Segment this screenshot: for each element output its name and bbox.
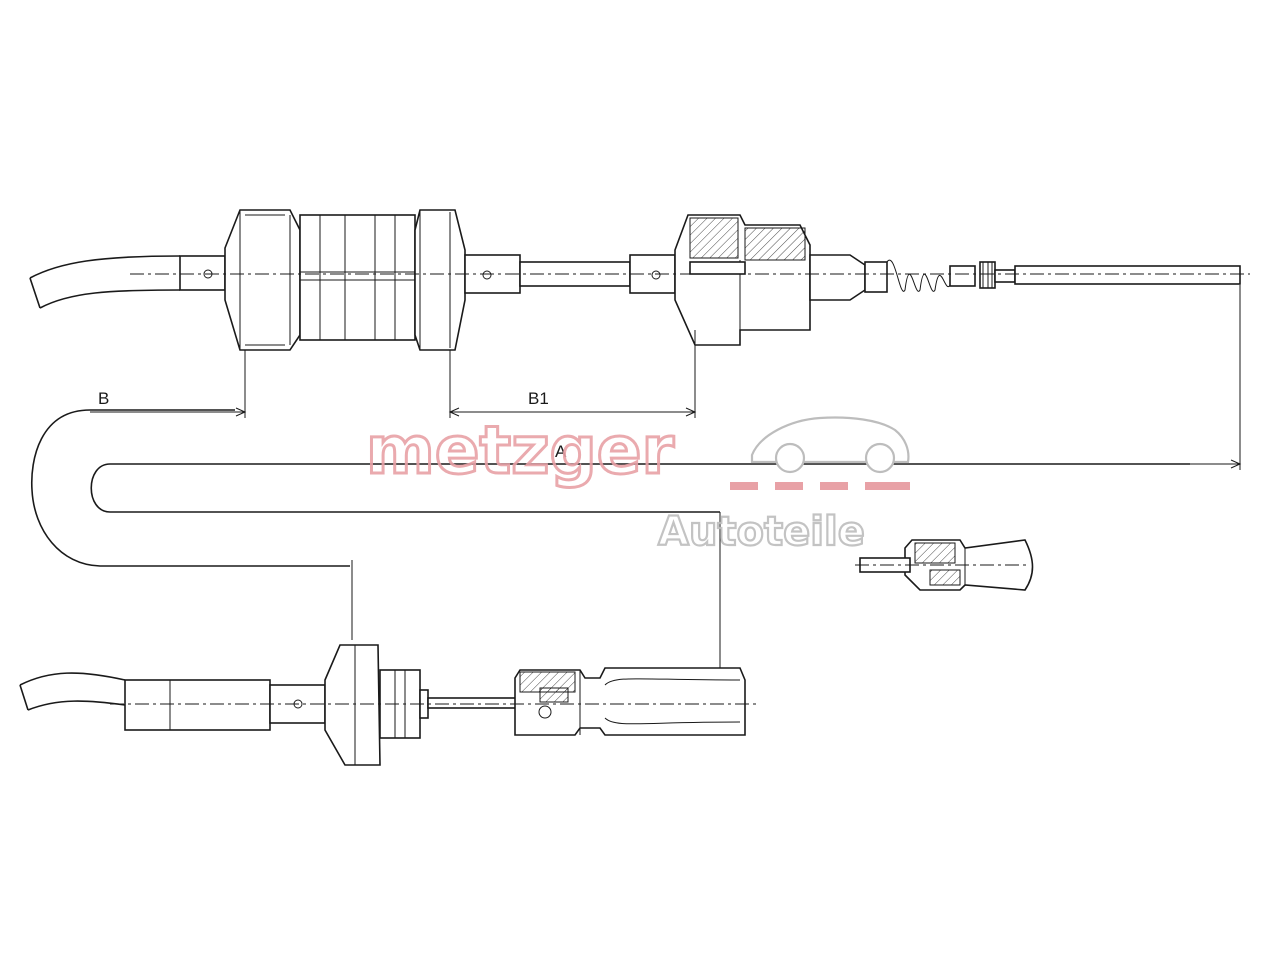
car-logo-icon (750, 416, 910, 464)
watermark-tagline: Autoteile (658, 509, 865, 555)
watermark-dashes (730, 482, 910, 490)
metzger-watermark: metzger Autoteile (365, 411, 910, 556)
watermark-brand: metzger (366, 412, 675, 489)
dim-label-b1: B1 (528, 389, 549, 408)
detail-inset (855, 539, 1034, 591)
lower-cable-assembly (19, 644, 760, 766)
cable-loop (30, 409, 1190, 668)
upper-cable-assembly (29, 209, 1250, 351)
dimension-lines (90, 285, 1242, 470)
dim-label-a: A (555, 442, 567, 461)
dim-label-b: B (98, 389, 109, 408)
